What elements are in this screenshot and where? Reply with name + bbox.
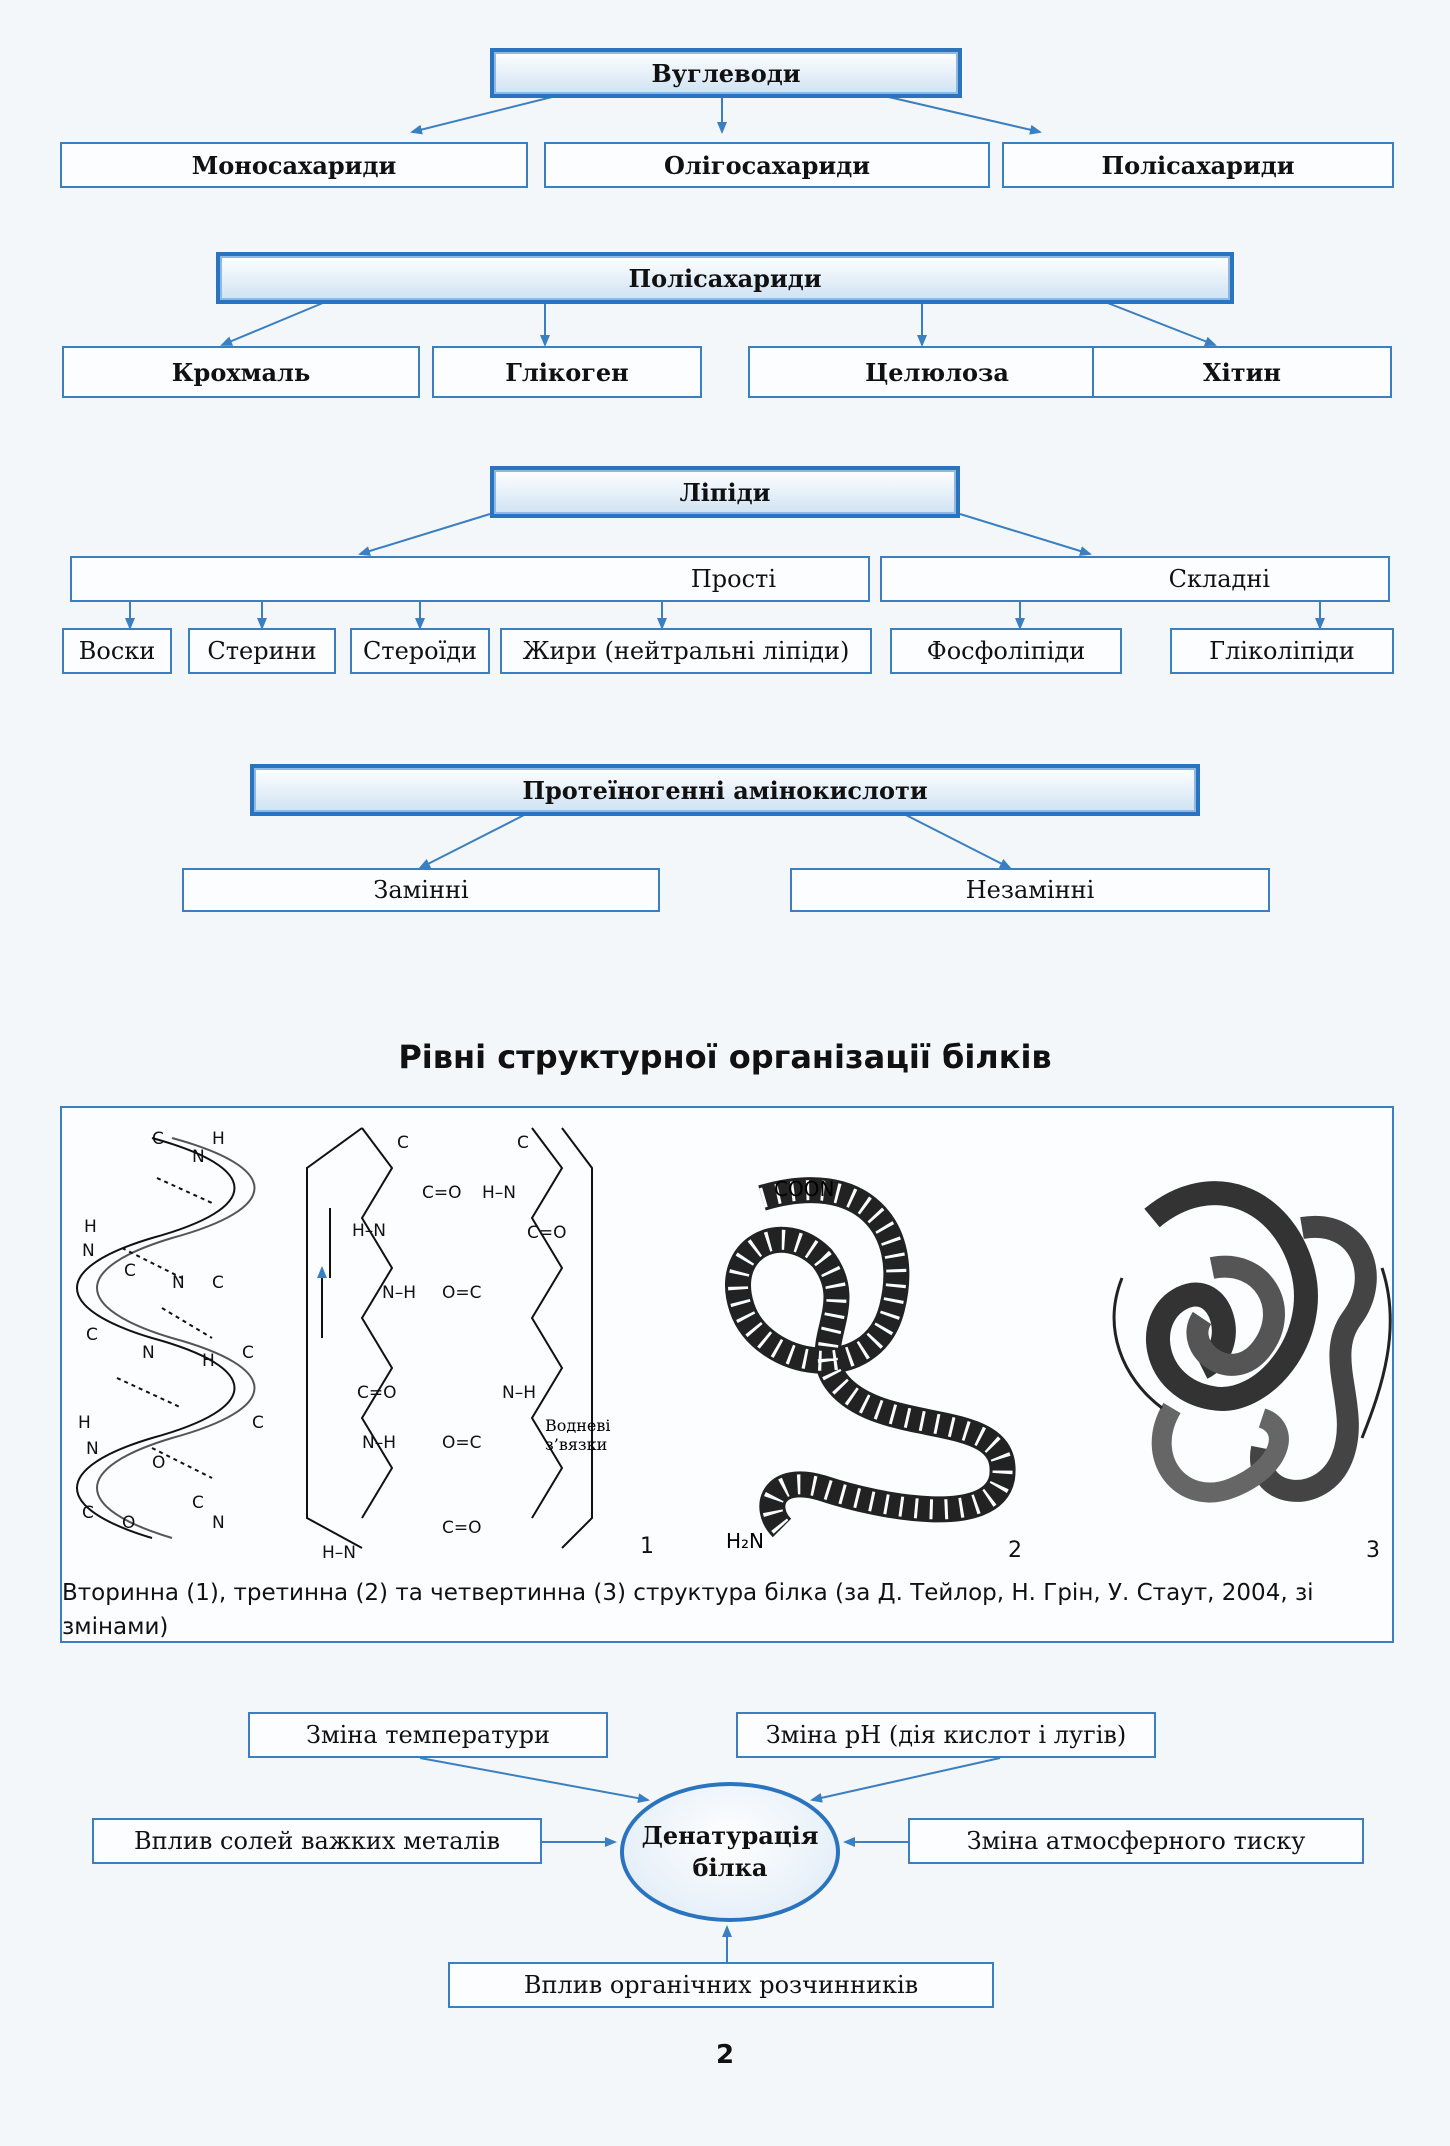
polysaccharides-box: Полісахариди bbox=[1002, 142, 1394, 188]
sterols-box: Стерини bbox=[188, 628, 336, 674]
glycolipids-box: Гліколіпіди bbox=[1170, 628, 1394, 674]
ph-box: Зміна рН (дія кислот і лугів) bbox=[736, 1712, 1156, 1758]
denaturation-line1: Денатурація bbox=[641, 1821, 819, 1850]
svg-text:H–N: H–N bbox=[482, 1183, 516, 1203]
beta-sheet-labels: C C=O H–N C H–N C=O N–H O=C C=O N–H N–H O=C H–N… bbox=[322, 1133, 567, 1563]
starch-box: Крохмаль bbox=[62, 346, 420, 398]
simple-lipids-box: Прості bbox=[70, 556, 870, 602]
svg-text:O: O bbox=[122, 1513, 135, 1533]
svg-text:N: N bbox=[212, 1513, 225, 1533]
svg-text:C: C bbox=[86, 1325, 98, 1345]
svg-text:C=O: C=O bbox=[422, 1183, 462, 1203]
svg-text:H–N: H–N bbox=[322, 1543, 356, 1563]
denaturation-line2: білка bbox=[692, 1853, 768, 1882]
phospholipids-box: Фосфоліпіди bbox=[890, 628, 1122, 674]
svg-text:N–H: N–H bbox=[502, 1383, 536, 1403]
svg-text:C=O: C=O bbox=[527, 1223, 567, 1243]
monosaccharides-box: Моносахариди bbox=[60, 142, 528, 188]
svg-text:H: H bbox=[212, 1129, 225, 1149]
fats-box: Жири (нейтральні ліпіди) bbox=[500, 628, 872, 674]
svg-text:C: C bbox=[517, 1133, 529, 1153]
svg-text:C: C bbox=[397, 1133, 409, 1153]
svg-text:N: N bbox=[172, 1273, 185, 1293]
svg-text:C: C bbox=[152, 1129, 164, 1149]
amino-acids-heading: Протеїногенні амінокислоти bbox=[250, 764, 1200, 816]
svg-text:O: O bbox=[152, 1453, 165, 1473]
svg-text:N: N bbox=[82, 1241, 95, 1261]
page-number: 2 bbox=[715, 2040, 735, 2070]
solvents-box: Вплив органічних розчинників bbox=[448, 1962, 994, 2008]
svg-text:C: C bbox=[124, 1261, 136, 1281]
temperature-box: Зміна температури bbox=[248, 1712, 608, 1758]
svg-text:O=C: O=C bbox=[442, 1433, 482, 1453]
waxes-box: Воски bbox=[62, 628, 172, 674]
svg-text:O=C: O=C bbox=[442, 1283, 482, 1303]
glycogen-box: Глікоген bbox=[432, 346, 702, 398]
svg-text:H: H bbox=[202, 1351, 215, 1371]
lipids-heading: Ліпіди bbox=[490, 466, 960, 518]
svg-text:C: C bbox=[212, 1273, 224, 1293]
hbond-label-line2: з’вязки bbox=[545, 1435, 607, 1454]
figure-number-2: 2 bbox=[1008, 1538, 1022, 1563]
svg-text:N: N bbox=[192, 1147, 205, 1167]
svg-text:N–H: N–H bbox=[382, 1283, 416, 1303]
svg-text:N–H: N–H bbox=[362, 1433, 396, 1453]
carbohydrates-heading: Вуглеводи bbox=[490, 48, 962, 98]
svg-text:C: C bbox=[242, 1343, 254, 1363]
quaternary-structure-drawing bbox=[1112, 1181, 1392, 1503]
oligosaccharides-box: Олігосахариди bbox=[544, 142, 990, 188]
protein-structure-title: Рівні структурної організації білків bbox=[398, 1038, 1052, 1076]
complex-lipids-label: Складні bbox=[1168, 565, 1270, 593]
svg-text:H–N: H–N bbox=[352, 1221, 386, 1241]
cellulose-box: Целюлоза bbox=[748, 346, 1126, 398]
essential-box: Незамінні bbox=[790, 868, 1270, 912]
pressure-box: Зміна атмосферного тиску bbox=[908, 1818, 1364, 1864]
svg-text:C: C bbox=[252, 1413, 264, 1433]
coon-label: COON bbox=[774, 1177, 834, 1201]
steroids-box: Стероїди bbox=[350, 628, 490, 674]
svg-text:C=O: C=O bbox=[442, 1518, 482, 1538]
svg-text:N: N bbox=[142, 1343, 155, 1363]
figure-number-3: 3 bbox=[1366, 1538, 1380, 1563]
svg-text:H: H bbox=[78, 1413, 91, 1433]
polysaccharides-heading: Полісахариди bbox=[216, 252, 1234, 304]
svg-text:C: C bbox=[82, 1503, 94, 1523]
alpha-helix-drawing bbox=[76, 1137, 256, 1539]
svg-text:H: H bbox=[84, 1217, 97, 1237]
svg-text:N: N bbox=[86, 1439, 99, 1459]
svg-text:C: C bbox=[192, 1493, 204, 1513]
heavy-metals-box: Вплив солей важких металів bbox=[92, 1818, 542, 1864]
figure-number-1: 1 bbox=[640, 1534, 654, 1559]
beta-sheet-drawing bbox=[306, 1127, 593, 1549]
svg-text:C=O: C=O bbox=[357, 1383, 397, 1403]
hbond-label-line1: Водневі bbox=[545, 1416, 611, 1435]
h2n-label: H₂N bbox=[726, 1529, 764, 1553]
nonessential-box: Замінні bbox=[182, 868, 660, 912]
chitin-box: Хітин bbox=[1092, 346, 1392, 398]
denaturation-center: Денатурація білка bbox=[620, 1782, 840, 1922]
complex-lipids-box: Складні bbox=[880, 556, 1390, 602]
figure-caption: Вторинна (1), третинна (2) та четвертинн… bbox=[62, 1580, 1314, 1640]
tertiary-structure-drawing bbox=[725, 1177, 1016, 1538]
simple-lipids-label: Прості bbox=[690, 565, 776, 593]
